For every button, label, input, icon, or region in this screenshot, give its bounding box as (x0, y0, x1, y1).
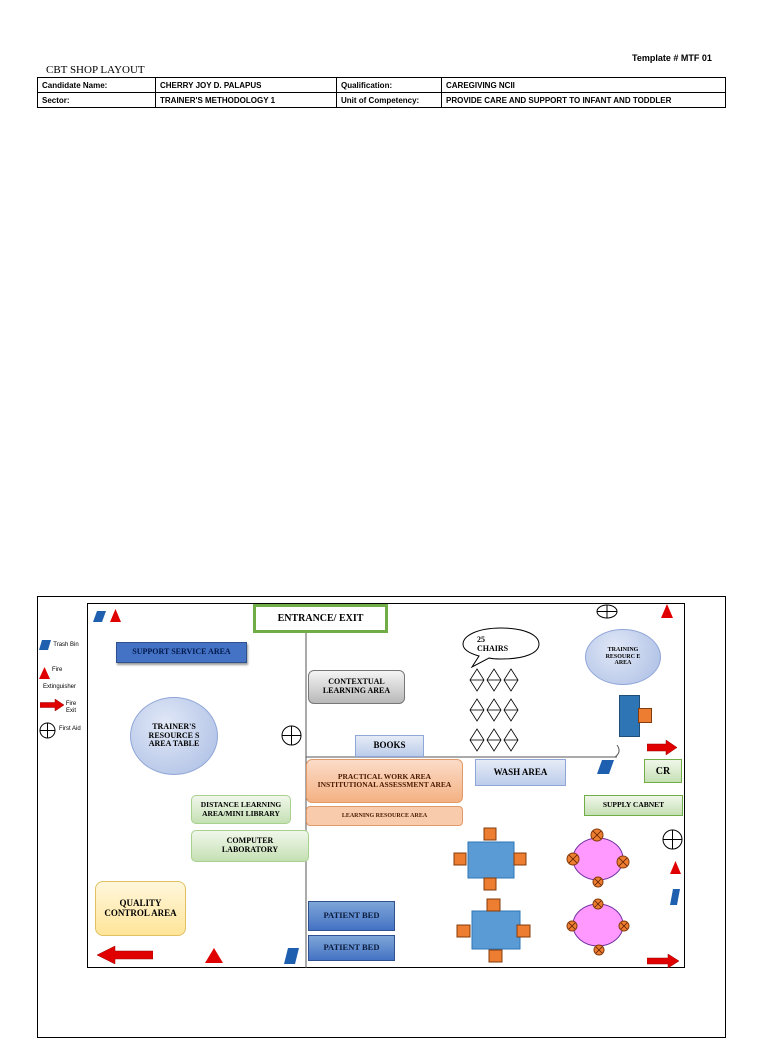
fire-exit-arrow-icon (97, 946, 153, 964)
speech-bubble (462, 627, 540, 668)
practical-work-area: PRACTICAL WORK AREA INSTITUTIONAL ASSESS… (306, 759, 463, 803)
chair-icon (469, 728, 485, 752)
legend-extinguisher-label: Extinguisher (43, 684, 77, 690)
books-area: BOOKS (355, 735, 424, 757)
first-aid-icon (281, 725, 302, 746)
table-cell: TRAINER'S METHODOLOGY 1 (155, 92, 337, 108)
first-aid-icon (596, 604, 618, 619)
table-row: Sector: TRAINER'S METHODOLOGY 1 Unit of … (37, 92, 726, 108)
computer-laboratory: COMPUTER LABORATORY (191, 830, 309, 862)
floor-plan (87, 603, 685, 968)
trainer-chair (638, 708, 652, 723)
trash-bin-icon (597, 760, 614, 774)
fire-exit-arrow-icon (647, 954, 679, 968)
entrance-exit-area: ENTRANCE/ EXIT (253, 604, 388, 633)
table-cell: PROVIDE CARE AND SUPPORT TO INFANT AND T… (441, 92, 726, 108)
legend-fire-exit-label: Fire Exit (65, 701, 77, 714)
legend-trash-label: Trash Bin (53, 642, 79, 648)
chairs-group (469, 668, 519, 752)
chair-icon (486, 728, 502, 752)
legend-first-aid-label: First Aid (59, 726, 81, 732)
trash-bin-icon (670, 889, 680, 905)
fire-extinguisher-icon (205, 948, 223, 963)
chair-icon (503, 728, 519, 752)
fire-extinguisher-icon (670, 861, 681, 874)
template-number: Template # MTF 01 (632, 53, 712, 63)
chair-icon (503, 698, 519, 722)
chair-icon (469, 668, 485, 692)
learning-resource-area: LEARNING RESOURCE AREA (306, 806, 463, 826)
fire-extinguisher-icon (661, 604, 673, 618)
trash-bin-icon (39, 640, 51, 650)
table-cell: Sector: (37, 92, 156, 108)
chair-icon (486, 668, 502, 692)
wash-area: WASH AREA (475, 759, 566, 786)
chairs-label: 25 CHAIRS (477, 635, 509, 653)
table-cell: Unit of Competency: (336, 92, 442, 108)
table-row: Candidate Name: CHERRY JOY D. PALAPUS Qu… (37, 77, 726, 93)
fire-exit-arrow-icon (647, 740, 677, 755)
document-title: CBT SHOP LAYOUT (46, 64, 145, 76)
cr-area: CR (644, 759, 682, 783)
door-arc (614, 744, 620, 758)
trainers-resource-area: TRAINER'S RESOURCE S AREA TABLE (130, 697, 218, 775)
fire-exit-icon (40, 699, 64, 711)
chair-icon (469, 698, 485, 722)
quality-control-area: QUALITY CONTROL AREA (95, 881, 186, 936)
patient-bed: PATIENT BED (308, 935, 395, 961)
square-table-set (453, 827, 527, 891)
round-table-set (566, 898, 630, 956)
supply-cabinet: SUPPLY CABNET (584, 795, 683, 816)
trainer-desk (619, 695, 640, 737)
square-table-set (456, 898, 531, 963)
training-resource-area: TRAINING RESOURC E AREA (585, 629, 661, 685)
round-table-set (566, 828, 630, 888)
trash-bin-icon (284, 948, 299, 964)
trash-bin-icon (93, 611, 106, 622)
fire-extinguisher-icon (39, 667, 50, 679)
info-table: Candidate Name: CHERRY JOY D. PALAPUS Qu… (37, 77, 726, 108)
fire-extinguisher-icon (110, 609, 121, 622)
first-aid-icon (662, 829, 683, 850)
patient-bed: PATIENT BED (308, 901, 395, 931)
first-aid-icon (39, 722, 56, 739)
chair-icon (503, 668, 519, 692)
legend-fire-label: Fire (52, 667, 63, 673)
distance-learning-area: DISTANCE LEARNING AREA/MINI LIBRARY (191, 795, 291, 824)
contextual-learning-area: CONTEXTUAL LEARNING AREA (308, 670, 405, 704)
support-service-area: SUPPORT SERVICE AREA (116, 642, 247, 663)
chair-icon (486, 698, 502, 722)
